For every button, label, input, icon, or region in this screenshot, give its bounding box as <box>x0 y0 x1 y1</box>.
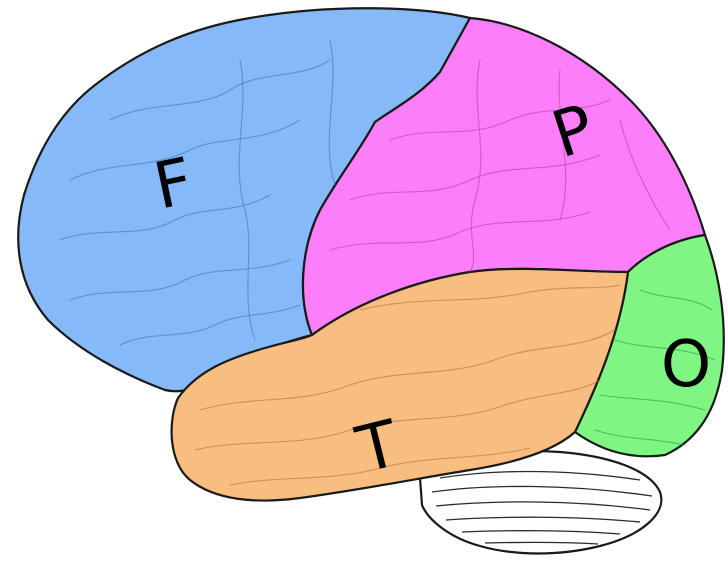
occipital-lobe-label: O <box>661 328 711 402</box>
